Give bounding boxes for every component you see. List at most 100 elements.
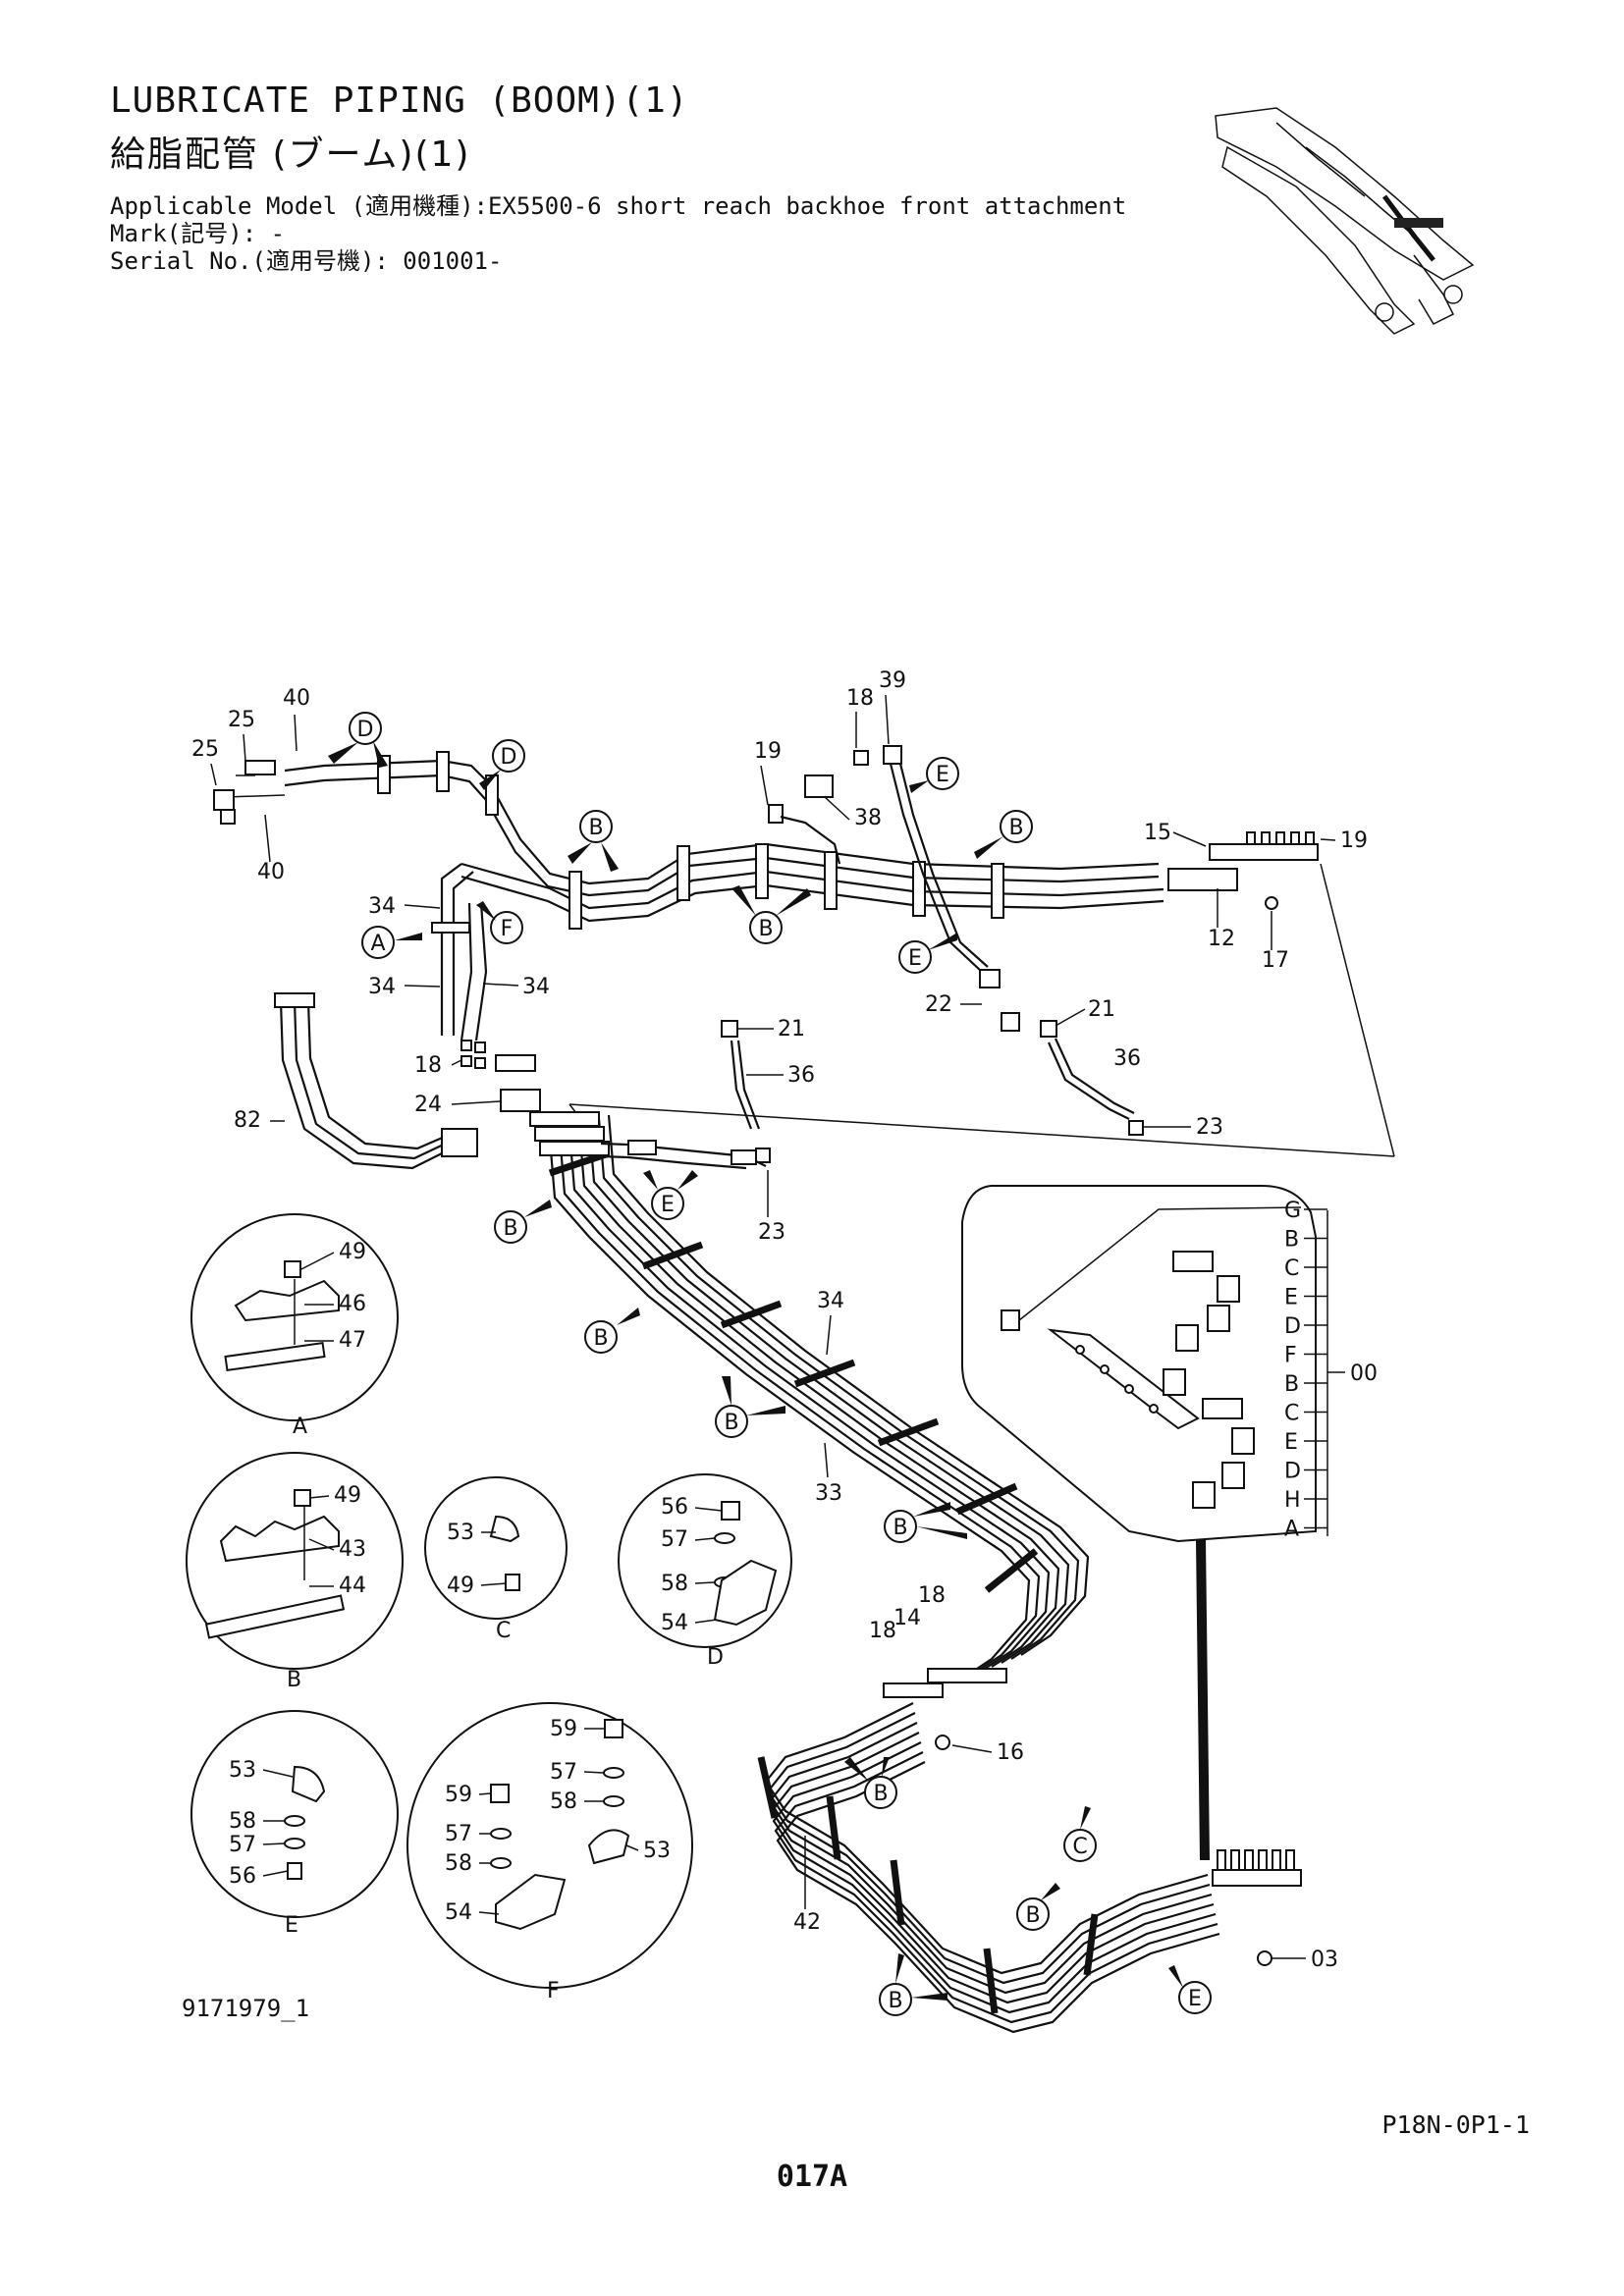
part-number: 53 [447,1521,474,1545]
part-number: 18 [414,1053,442,1078]
callouts: D D B B B E A F E B E B B B B C B B E [349,712,1212,2016]
part-number: 56 [229,1864,256,1889]
manifold-label: F [1284,1344,1297,1368]
part-number: 58 [661,1572,688,1596]
callout-E3: E [651,1187,684,1220]
detail-label: A [293,1415,307,1439]
part-number: 22 [925,992,952,1017]
part-number: 47 [339,1328,366,1353]
pipe-clamp [793,1359,856,1388]
callout-pointers [328,741,1183,2001]
part-number: 14 [893,1606,921,1630]
detail-B [186,1452,404,1670]
pipe-strand [577,1126,1060,1668]
part-number: 59 [550,1717,577,1741]
pipe-strand [607,1114,1090,1656]
callout-B7: B [884,1510,917,1543]
callout-E1: E [926,757,959,790]
svg-text:A: A [370,932,385,956]
pipe-clamp [720,1300,783,1329]
callout-B5: B [584,1320,618,1354]
svg-text:E: E [936,763,949,787]
part-number: 53 [229,1758,256,1783]
leader-lines [210,694,1336,1959]
boom-thumbnail [1215,107,1475,335]
part-number: 49 [334,1483,361,1508]
callout-C1: C [1063,1829,1097,1862]
part-number: 40 [257,860,285,884]
part-number: 38 [854,806,882,830]
part-number: 19 [754,739,782,764]
pipe-strand [768,1722,1213,1995]
detail-label: C [496,1619,511,1643]
detail-label: F [547,1979,560,2003]
upper-piping [213,745,1395,1163]
pipe-strand [772,1741,1217,2014]
part-number: 54 [661,1611,688,1635]
manifold-label: C [1284,1256,1299,1281]
part-number: 15 [1144,821,1171,845]
part-number: 42 [793,1910,821,1935]
callout-D2: D [492,739,525,773]
svg-text:B: B [758,917,773,941]
part-number: 46 [339,1292,366,1316]
manifold-label: C [1284,1402,1299,1426]
part-number: 49 [339,1240,366,1264]
pipe-clamp [955,1482,1018,1516]
mark: Mark(記号): - [110,220,286,247]
manifold-label: E [1284,1430,1298,1455]
callout-B3: B [1000,810,1033,843]
svg-text:B: B [593,1326,608,1351]
part-number: 23 [758,1220,785,1245]
part-number: 43 [339,1537,366,1562]
svg-text:C: C [1072,1835,1087,1859]
part-number: 34 [817,1289,844,1313]
page-number: 017A [776,2160,848,2194]
pipe-clamp [984,1548,1039,1593]
svg-text:B: B [873,1782,888,1806]
part-number: 40 [283,686,310,711]
part-number: 23 [1196,1115,1223,1140]
part-number: 59 [445,1783,472,1807]
pipe-clamp [1083,1913,1099,1976]
pipe-strand [548,1138,1031,1680]
part-number: 58 [550,1789,577,1814]
part-number: 57 [229,1833,256,1857]
hose-82 [274,992,478,1170]
pipe-strand [597,1118,1080,1660]
callout-B8: B [864,1776,897,1809]
part-number: 54 [445,1900,472,1925]
detail-label: E [285,1913,298,1938]
part-number: 44 [339,1574,366,1598]
detail-label: B [287,1668,301,1692]
svg-text:B: B [888,1989,902,2013]
svg-text:E: E [1188,1987,1202,2011]
callout-E4: E [1178,1981,1212,2014]
part-number: 00 [1350,1362,1378,1386]
manifold-label: G [1284,1199,1301,1223]
part-number: 58 [445,1851,472,1876]
part-number: 34 [522,975,550,999]
pipe-clamp [826,1795,841,1860]
pipe-strand [558,1134,1041,1676]
svg-text:B: B [1025,1903,1040,1928]
part-number: 25 [191,737,219,762]
document-id: 9171979_1 [182,1995,310,2022]
manifold-label: D [1284,1460,1301,1484]
part-number: 18 [846,686,874,711]
manifold-label: H [1284,1488,1301,1513]
detail-C [424,1476,568,1620]
part-number: 16 [997,1740,1024,1765]
part-number: 39 [879,668,906,693]
applicable-model: Applicable Model (適用機種):EX5500-6 short r… [110,192,1127,220]
pipe-strand [770,1732,1215,2004]
part-number: 25 [228,708,255,732]
svg-text:E: E [908,946,922,971]
serial-number: Serial No.(適用号機): 001001- [110,247,503,275]
pipe-strand [766,1712,1211,1985]
part-number: 21 [778,1017,805,1041]
detail-label: D [707,1645,724,1670]
part-number: 57 [661,1527,688,1552]
manifold-label: B [1284,1372,1299,1397]
page-code: P18N-0P1-1 [1381,2110,1530,2139]
